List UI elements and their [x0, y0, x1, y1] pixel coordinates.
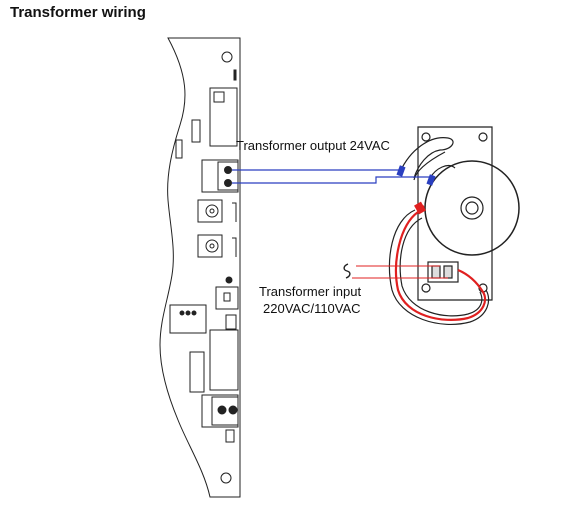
- pot-mark: [232, 237, 237, 257]
- output-wire-2: [232, 176, 430, 184]
- input-label-line2: 220VAC/110VAC: [263, 301, 361, 316]
- mount-hole: [221, 51, 233, 63]
- primary-wire-tip: [414, 201, 426, 215]
- secondary-wire-tip: [396, 165, 406, 177]
- secondary-cable: [399, 137, 454, 179]
- switch-inner: [223, 292, 231, 302]
- mains-source-symbol: [343, 263, 351, 279]
- toroid-inner: [460, 196, 484, 220]
- pin: [179, 310, 185, 316]
- transformer-plate: [417, 126, 493, 301]
- led: [225, 276, 233, 284]
- output-wires: [232, 169, 430, 184]
- input-terminal: [443, 265, 453, 279]
- pin: [191, 310, 197, 316]
- component: [225, 429, 235, 443]
- input-wires: [352, 265, 448, 279]
- relay-top: [209, 87, 238, 147]
- terminal-screw: [217, 405, 227, 415]
- component: [175, 139, 183, 159]
- potentiometer-knob-center: [209, 208, 215, 214]
- switch-box: [215, 286, 239, 310]
- primary-red-wire: [394, 205, 487, 321]
- component: [189, 351, 205, 393]
- input-terminal: [431, 265, 441, 279]
- potentiometer-knob: [205, 239, 219, 253]
- plate-hole: [421, 132, 431, 142]
- plate-hole: [478, 132, 488, 142]
- page-title: Transformer wiring: [10, 4, 146, 21]
- transformer: [388, 126, 520, 326]
- marking: [233, 69, 237, 81]
- output-label: Transformer output 24VAC: [236, 138, 390, 153]
- potentiometer-knob-center: [209, 243, 215, 249]
- primary-cable: [388, 209, 490, 326]
- terminal-screw: [224, 166, 232, 174]
- board-outline: [159, 37, 241, 498]
- control-board: [159, 37, 241, 498]
- input-terminal-strip: [427, 261, 459, 283]
- component: [225, 314, 237, 330]
- relay-top-pad: [213, 91, 225, 103]
- connector-3pin: [169, 304, 207, 334]
- relay-bottom: [209, 329, 239, 391]
- primary-cable: [399, 217, 483, 317]
- mount-hole: [220, 472, 232, 484]
- input-label-line1: Transformer input: [259, 284, 361, 299]
- terminal-screw: [224, 179, 232, 187]
- secondary-wire-tip: [426, 174, 436, 186]
- terminal-screw: [228, 405, 238, 415]
- pot-mark: [232, 202, 237, 222]
- component: [191, 119, 201, 143]
- plate-hole: [421, 283, 431, 293]
- pin: [185, 310, 191, 316]
- toroid-core: [465, 201, 479, 215]
- potentiometer-box: [197, 234, 223, 258]
- potentiometer-box: [197, 199, 223, 223]
- toroid-outer: [424, 160, 520, 256]
- potentiometer-knob: [205, 204, 219, 218]
